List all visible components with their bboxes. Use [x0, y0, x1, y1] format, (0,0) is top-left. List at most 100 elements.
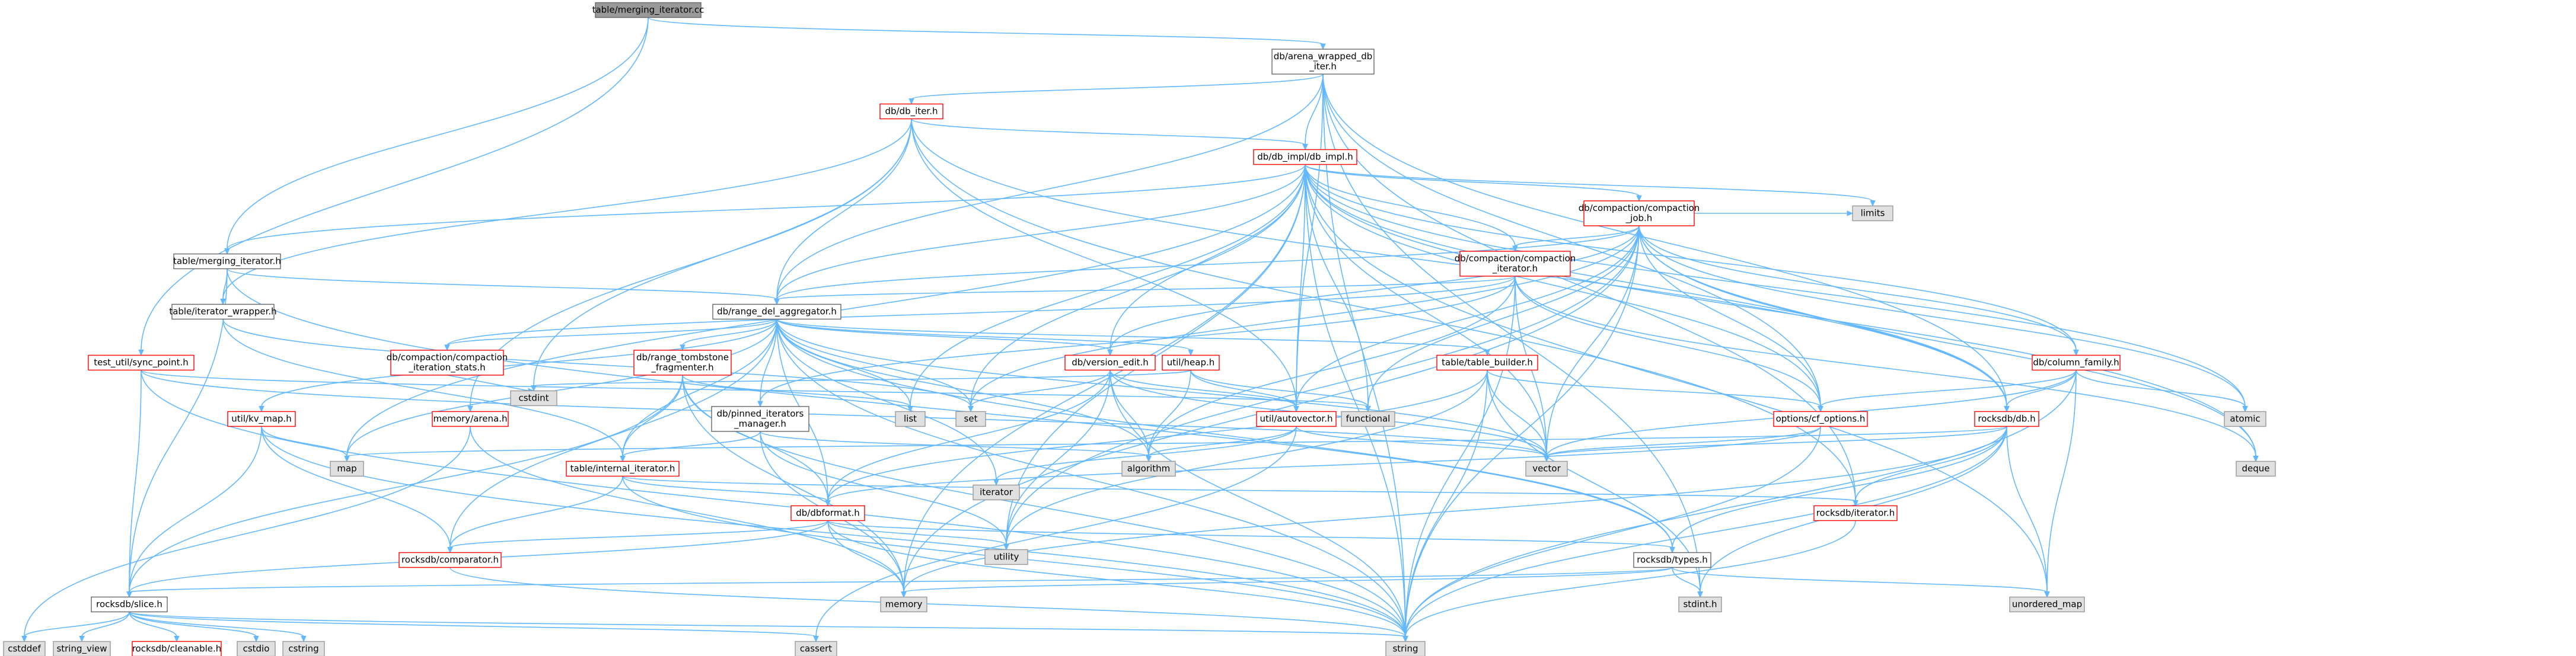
edge-rdb_db-to-vector — [1544, 425, 2007, 462]
arrowhead — [1870, 200, 1876, 207]
node-cf-options[interactable]: options/cf_options.h — [1773, 411, 1868, 427]
node-cstdio: cstdio — [237, 641, 276, 656]
edge-rdb_slice-to-cassert — [129, 611, 819, 642]
edge-db_impl-to-autovector — [1293, 164, 1306, 412]
edge-dbformat-to-rdb_comparator — [447, 520, 828, 553]
arrowhead — [220, 299, 226, 305]
node-label: db/compaction/compaction — [387, 352, 508, 363]
edge-rdb_types-to-memory — [901, 567, 1673, 598]
edge-kv_map-to-rdb_slice — [126, 426, 262, 598]
node-label: rocksdb/comparator.h — [401, 555, 499, 565]
node-string-view: string_view — [53, 641, 111, 656]
node-autovector[interactable]: util/autovector.h — [1256, 411, 1337, 427]
node-box — [566, 460, 680, 477]
node-functional: functional — [1341, 411, 1395, 427]
node-dbformat[interactable]: db/dbformat.h — [790, 505, 865, 521]
edge-db_iter-to-db_impl — [911, 118, 1308, 151]
arrowhead — [301, 636, 307, 642]
node-label: util/heap.h — [1167, 357, 1215, 368]
node-cstdint: cstdint — [510, 390, 557, 407]
node-label: rocksdb/iterator.h — [1816, 508, 1895, 519]
arrowhead — [1402, 636, 1408, 642]
node-label: cstddef — [8, 644, 41, 654]
node-merging-iterator-h[interactable]: table/merging_iterator.h — [173, 253, 281, 270]
node-label: rocksdb/slice.h — [96, 599, 162, 610]
node-label: db/db_iter.h — [885, 106, 938, 117]
arrowhead — [224, 248, 230, 255]
node-label: table/merging_iterator.cc — [592, 5, 704, 16]
node-label: util/kv_map.h — [231, 414, 291, 425]
arrowhead — [968, 406, 974, 412]
edge-cf_options-to-vector — [1544, 426, 1821, 462]
node-version-edit[interactable]: db/version_edit.h — [1064, 354, 1156, 371]
node-rdb-types[interactable]: rocksdb/types.h — [1633, 552, 1711, 568]
node-table-builder[interactable]: table/table_builder.h — [1436, 354, 1538, 371]
node-label: cstdio — [243, 644, 270, 654]
node-arena[interactable]: memory/arena.h — [432, 411, 509, 427]
edge-root-to-merging_iterator_h — [224, 17, 649, 255]
node-label: db/db_impl/db_impl.h — [1257, 152, 1353, 163]
arrowhead — [1544, 456, 1550, 462]
node-label: _iter.h — [1309, 61, 1337, 72]
edge-arena_wrapped-to-stdint — [1322, 73, 1703, 598]
nodes-layer: table/merging_iterator.cc db/arena_wrappe… — [3, 2, 2276, 656]
node-db-iter[interactable]: db/db_iter.h — [879, 103, 943, 120]
node-rdb-comparator[interactable]: rocksdb/comparator.h — [398, 552, 502, 568]
node-rdb-db[interactable]: rocksdb/db.h — [1974, 411, 2039, 427]
node-column-family[interactable]: db/column_family.h — [2032, 354, 2121, 371]
node-box — [237, 641, 276, 656]
edge-db_impl-to-memory — [901, 164, 1306, 598]
arrowhead — [1636, 195, 1642, 202]
edge-version_edit-to-set — [968, 370, 1111, 412]
edge-range_del-to-kv_map — [259, 319, 777, 412]
node-cstddef: cstddef — [3, 641, 46, 656]
node-deque: deque — [2236, 460, 2276, 477]
edge-rdb_types-to-stdint — [1672, 567, 1703, 598]
node-range-tomb[interactable]: db/range_tombstone_fragmenter.h — [633, 350, 732, 376]
node-pinned-iter[interactable]: db/pinned_iterators_manager.h — [711, 406, 809, 432]
node-label: db/arena_wrapped_db — [1274, 51, 1373, 62]
node-label: db/range_del_aggregator.h — [717, 306, 837, 318]
edge-arena-to-cstddef — [21, 426, 471, 642]
edge-pinned_iter-to-internal_iter — [620, 431, 761, 462]
node-stdint: stdint.h — [1678, 596, 1722, 613]
edge-arena_wrapped-to-rdb_db — [1322, 73, 2010, 412]
node-compaction-job[interactable]: db/compaction/compaction_job.h — [1579, 200, 1700, 226]
edge-heap-to-autovector — [1190, 370, 1299, 412]
node-range-del[interactable]: db/range_del_aggregator.h — [712, 303, 841, 320]
edge-kv_map-to-string — [261, 426, 1408, 642]
node-comp-iter-stats[interactable]: db/compaction/compaction_iteration_stats… — [387, 350, 508, 376]
node-iterator-wrapper[interactable]: table/iterator_wrapper.h — [169, 303, 277, 320]
arrowhead — [2242, 406, 2248, 412]
arrowhead — [1697, 591, 1703, 598]
node-box — [398, 552, 502, 568]
node-box — [1271, 49, 1375, 75]
edge-heap-to-cstdint — [531, 369, 1191, 392]
edge-rdb_iterator-to-string — [1402, 520, 1856, 642]
node-rdb-iterator[interactable]: rocksdb/iterator.h — [1813, 505, 1898, 521]
node-box — [1583, 200, 1695, 226]
node-kv-map[interactable]: util/kv_map.h — [227, 411, 296, 427]
node-box — [1341, 411, 1395, 427]
node-db-impl[interactable]: db/db_impl/db_impl.h — [1253, 149, 1357, 165]
node-rdb-cleanable[interactable]: rocksdb/cleanable.h — [132, 641, 222, 656]
node-heap[interactable]: util/heap.h — [1162, 354, 1220, 371]
node-box — [1121, 460, 1176, 477]
node-box — [1773, 411, 1868, 427]
edge-range_del-to-table_builder — [776, 318, 1490, 356]
node-arena-wrapped[interactable]: db/arena_wrapped_db_iter.h — [1271, 49, 1375, 75]
edge-cf_options-to-string — [1402, 426, 1821, 642]
node-root[interactable]: table/merging_iterator.cc — [592, 2, 704, 18]
arrowhead — [174, 636, 180, 642]
node-box — [633, 350, 732, 376]
node-sync-point[interactable]: test_util/sync_point.h — [88, 354, 195, 371]
edge-sync_point-to-rdb_slice — [126, 370, 142, 598]
arrowhead — [908, 98, 914, 105]
node-rdb-slice[interactable]: rocksdb/slice.h — [91, 596, 168, 613]
edge-rdb_slice-to-rdb_cleanable — [129, 612, 180, 642]
node-atomic: atomic — [2224, 411, 2266, 427]
node-internal-iter[interactable]: table/internal_iterator.h — [566, 460, 680, 477]
arrowhead — [1003, 544, 1009, 551]
node-compaction-iterator[interactable]: db/compaction/compaction_iterator.h — [1455, 251, 1576, 277]
edge-compaction_job-to-cf_options — [1638, 225, 1823, 412]
